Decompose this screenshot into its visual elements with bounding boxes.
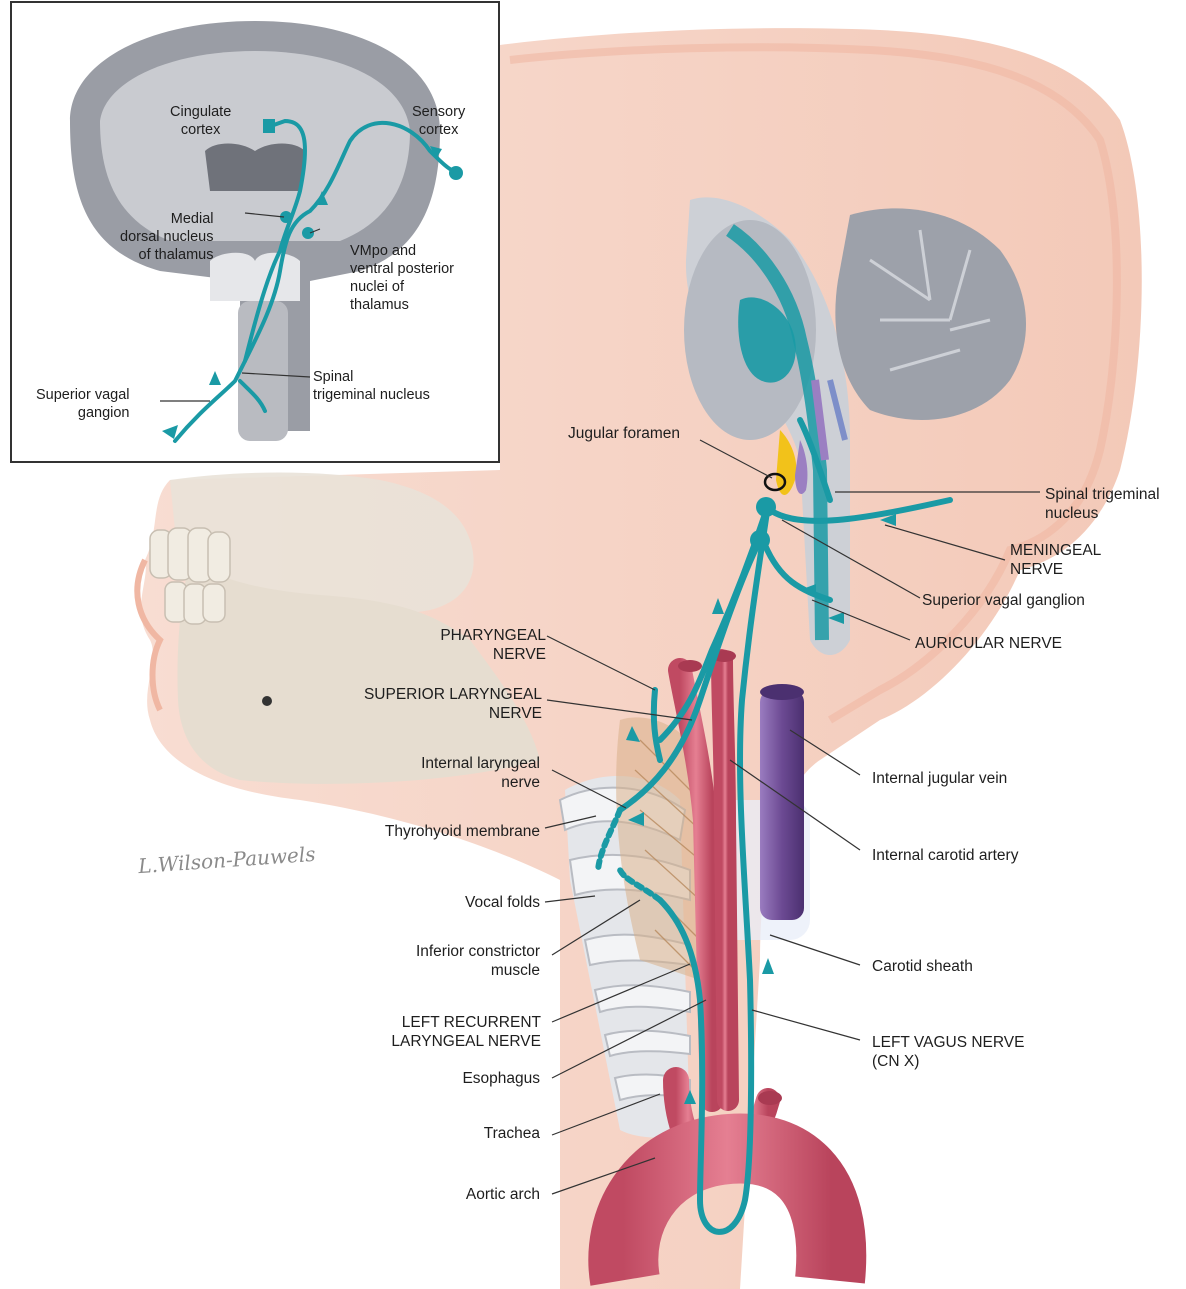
label-esophagus: Esophagus — [430, 1069, 540, 1088]
internal-jugular-vein — [760, 684, 804, 920]
label-thyrohyoid-membrane: Thyrohyoid membrane — [355, 822, 540, 841]
label-carotid-sheath: Carotid sheath — [872, 957, 973, 976]
label-vocal-folds: Vocal folds — [430, 893, 540, 912]
label-trachea: Trachea — [440, 1124, 540, 1143]
label-left-vagus-nerve: LEFT VAGUS NERVE(CN X) — [872, 1033, 1024, 1071]
label-aortic-arch: Aortic arch — [430, 1185, 540, 1204]
label-superior-vagal-ganglion: Superior vagal ganglion — [922, 591, 1085, 610]
label-auricular-nerve: AURICULAR NERVE — [915, 634, 1062, 653]
label-internal-jugular-vein: Internal jugular vein — [872, 769, 1007, 788]
label-internal-carotid-artery: Internal carotid artery — [872, 846, 1018, 865]
label-jugular-foramen: Jugular foramen — [568, 424, 680, 443]
